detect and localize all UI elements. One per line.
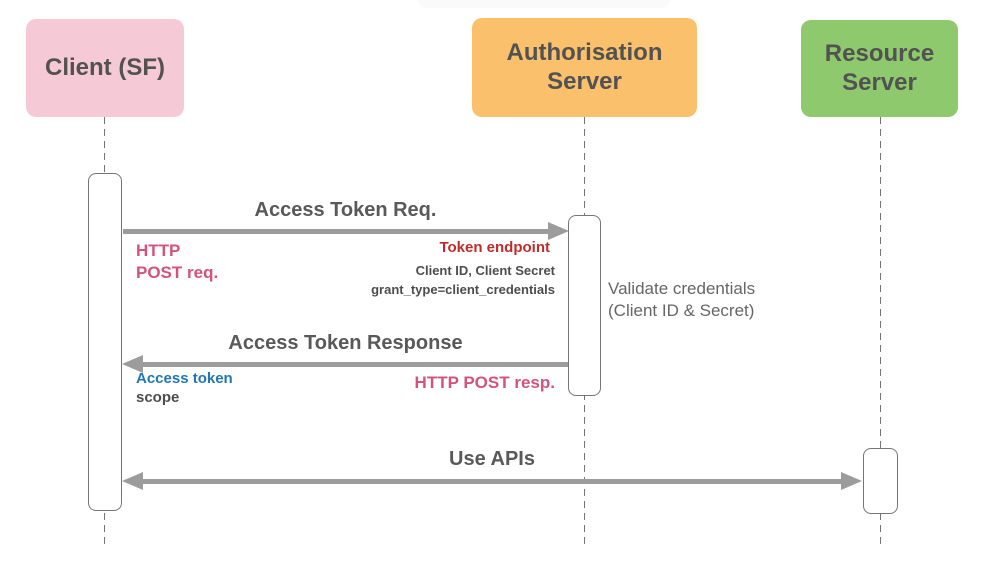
- message-label-access-token-req: Access Token Req.: [254, 199, 437, 221]
- annotation-validate-credentials: Validate credentials (Client ID & Secret…: [608, 279, 756, 321]
- annotation-scope: scope: [136, 389, 180, 406]
- arrowhead-left-icon: [122, 472, 143, 490]
- lifeline-resource-server: [880, 117, 881, 546]
- message-label-use-apis: Use APIs: [449, 448, 535, 470]
- actor-client-sf: Client (SF): [26, 19, 184, 117]
- actor-auth-label: Authorisation Server: [506, 39, 663, 95]
- annotation-access-token: Access token: [136, 370, 233, 387]
- message-label-access-token-response: Access Token Response: [228, 332, 463, 354]
- actor-client-label: Client (SF): [45, 53, 165, 81]
- arrowhead-right-icon: [548, 222, 569, 240]
- arrow-access-token-response: [142, 362, 568, 367]
- cutoff-shape-top: [415, 0, 673, 8]
- annotation-token-endpoint: Token endpoint: [439, 239, 550, 256]
- actor-resource-label: Resource Server: [824, 40, 935, 96]
- arrow-access-token-req: [123, 229, 548, 234]
- annotation-http-post-resp: HTTP POST resp.: [414, 373, 555, 392]
- arrowhead-right-icon: [841, 472, 862, 490]
- annotation-request-params: Client ID, Client Secret grant_type=clie…: [371, 263, 555, 297]
- annotation-http-post-req: HTTP POST req.: [136, 241, 219, 283]
- actor-authorisation-server: Authorisation Server: [472, 18, 697, 117]
- arrowhead-left-icon: [122, 355, 143, 373]
- activation-bar-client: [88, 173, 122, 511]
- activation-bar-resource-server: [863, 448, 898, 514]
- arrow-use-apis: [142, 479, 842, 484]
- activation-bar-authorisation-server: [568, 215, 601, 396]
- actor-resource-server: Resource Server: [801, 20, 958, 117]
